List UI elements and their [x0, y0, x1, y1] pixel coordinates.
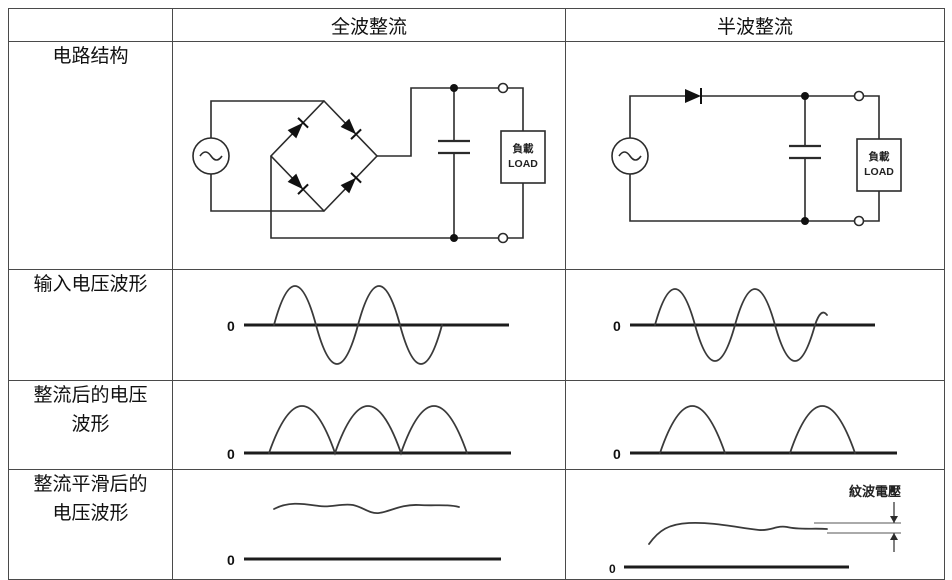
load-box: 負載 LOAD	[500, 86, 546, 239]
cell-half-wave-circuit: 負載 LOAD	[565, 41, 945, 270]
zero-label: 0	[227, 446, 235, 462]
diode	[685, 87, 702, 104]
half-wave-smoothed-waveform: 0 紋波電壓	[609, 484, 901, 576]
cell-smoothed-full-wave: 0	[172, 469, 566, 580]
cell-rectified-full-wave: 0	[172, 380, 566, 470]
cell-smoothed-half-wave: 0 紋波電壓	[565, 469, 945, 580]
wires	[210, 86, 499, 239]
row-label-circuit: 电路结构	[8, 41, 173, 270]
row-rectified-waveform: 整流后的电压 波形 0 0	[8, 380, 945, 470]
zero-label: 0	[227, 552, 235, 568]
cell-input-full-wave: 0	[172, 269, 566, 381]
smoothing-capacitor	[438, 83, 470, 242]
row-label-circuit-text: 电路结构	[52, 46, 129, 67]
ac-source	[611, 136, 649, 175]
row-label-rectified-line1: 整流后的电压	[33, 385, 148, 406]
diode-bridge	[269, 99, 379, 212]
row-label-smoothed: 整流平滑后的 电压波形	[8, 469, 173, 580]
row-smoothed-waveform: 整流平滑后的 电压波形 0 0 紋波電壓	[8, 469, 945, 580]
zero-label: 0	[227, 318, 235, 334]
cell-full-wave-circuit: 負載 LOAD	[172, 41, 566, 270]
header-half-wave: 半波整流	[565, 8, 945, 42]
header-empty-cell	[8, 8, 173, 42]
load-label-en: LOAD	[508, 158, 538, 170]
row-circuit: 电路结构	[8, 41, 945, 270]
rectifier-comparison-table: 全波整流 半波整流 电路结构	[8, 8, 945, 580]
load-label-cn: 負載	[513, 142, 534, 155]
cell-rectified-half-wave: 0	[565, 380, 945, 470]
wires	[629, 94, 855, 222]
output-terminals	[853, 90, 865, 226]
load-label-en: LOAD	[864, 166, 894, 178]
ripple-voltage-annotation: 紋波電壓	[814, 484, 901, 552]
row-input-waveform: 输入电压波形 0 0	[8, 269, 945, 381]
row-label-input-text: 输入电压波形	[33, 274, 148, 295]
row-label-input: 输入电压波形	[8, 269, 173, 381]
half-wave-input-waveform: 0	[613, 288, 875, 362]
full-wave-circuit-diagram: 負載 LOAD	[192, 82, 546, 243]
row-label-rectified: 整流后的电压 波形	[8, 380, 173, 470]
row-label-smoothed-line2: 电压波形	[52, 503, 129, 525]
smoothing-capacitor	[789, 91, 821, 225]
output-terminals	[497, 82, 509, 243]
load-box: 負載 LOAD	[856, 94, 902, 222]
zero-label: 0	[613, 318, 621, 334]
full-wave-smoothed-waveform: 0	[227, 502, 501, 568]
zero-label: 0	[609, 562, 616, 576]
header-row: 全波整流 半波整流	[8, 8, 945, 42]
ac-source	[192, 136, 230, 175]
row-label-smoothed-line1: 整流平滑后的	[33, 474, 148, 495]
load-label-cn: 負載	[869, 150, 890, 163]
header-full-wave: 全波整流	[172, 8, 566, 42]
row-label-rectified-line2: 波形	[71, 414, 110, 436]
full-wave-input-waveform: 0	[227, 285, 509, 365]
full-wave-rectified-waveform: 0	[227, 405, 511, 462]
zero-label: 0	[613, 446, 621, 462]
ripple-voltage-label: 紋波電壓	[849, 484, 901, 499]
cell-input-half-wave: 0	[565, 269, 945, 381]
half-wave-rectified-waveform: 0	[613, 405, 897, 462]
half-wave-circuit-diagram: 負載 LOAD	[611, 87, 902, 226]
